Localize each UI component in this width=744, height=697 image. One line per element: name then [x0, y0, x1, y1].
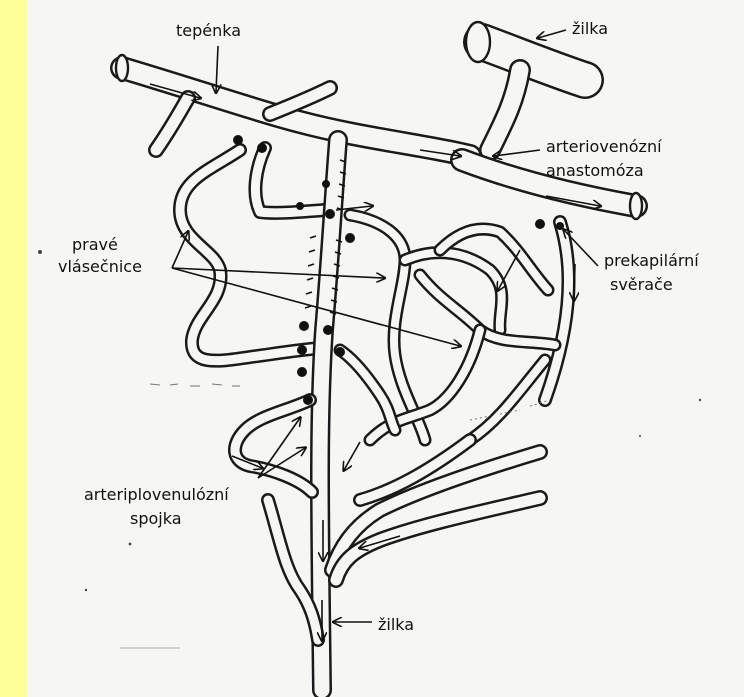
- arteriolovenular-shunt: [235, 400, 318, 640]
- label-zilka-bottom: žilka: [378, 615, 414, 634]
- label-spojka-line1: arteriplovenulózní: [84, 485, 229, 504]
- label-prave-line2: vlásečnice: [58, 257, 142, 276]
- label-prekapilarni-line1: prekapilární: [604, 251, 699, 270]
- scan-noise: [38, 250, 701, 648]
- top-venule-vessel: [466, 22, 585, 150]
- label-zilka-top: žilka: [572, 19, 608, 38]
- label-spojka-line2: spojka: [130, 509, 182, 528]
- label-prave-line1: pravé: [72, 235, 118, 254]
- label-tepenka: tepénka: [176, 21, 241, 40]
- vessel-network: [116, 22, 642, 690]
- capillary-mesh: [340, 215, 555, 440]
- arteriole-vessel: [116, 55, 470, 156]
- label-prekapilarni-line2: svěrače: [610, 275, 673, 294]
- label-anastomoza-line2: anastomóza: [546, 161, 644, 180]
- label-anastomoza-line1: arteriovenózní: [546, 137, 662, 156]
- lower-venule-tributaries: [332, 440, 540, 580]
